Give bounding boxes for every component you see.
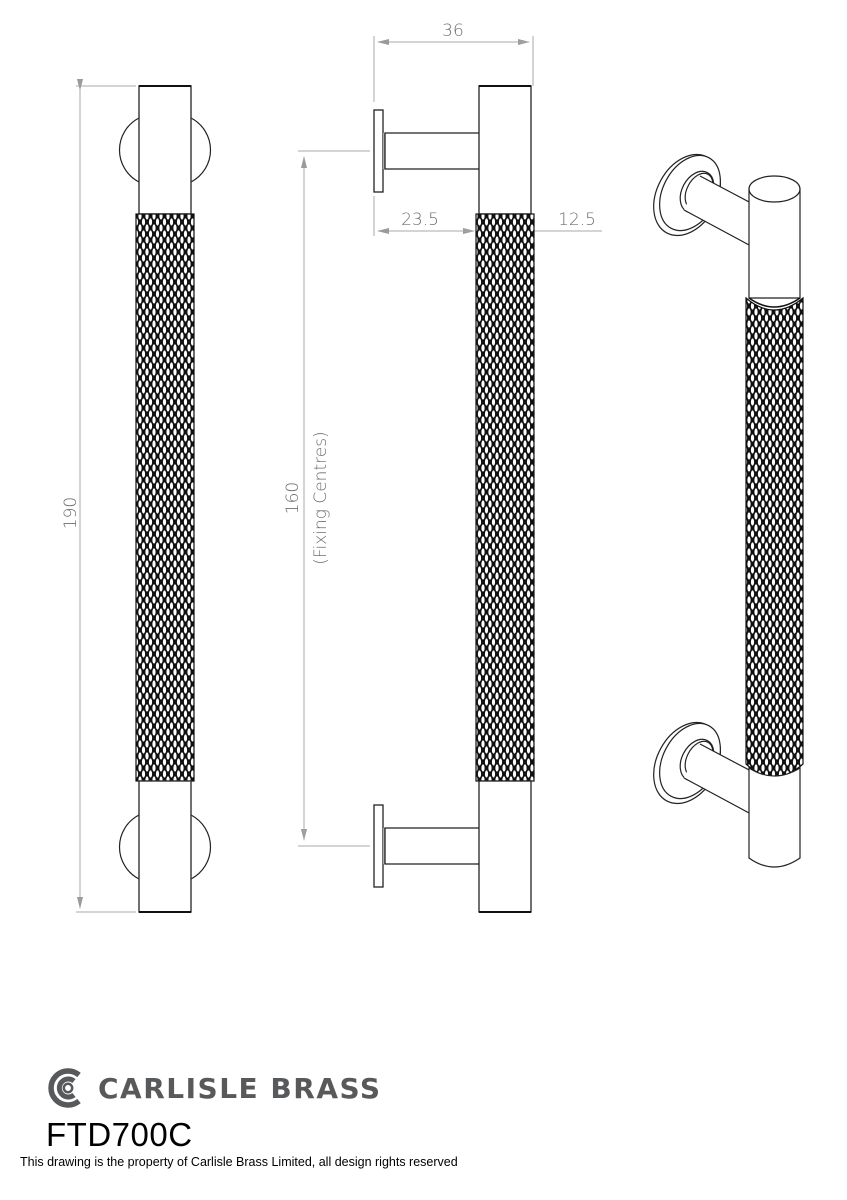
dimension-projection (373, 36, 534, 102)
dimension-standoff (373, 196, 602, 236)
brand-row: CARLISLE BRASS (46, 1066, 458, 1110)
projection-label: 36 (442, 21, 464, 41)
dimension-overall-length (76, 79, 136, 913)
top-rosette (118, 117, 212, 183)
iso-bar-bottom-plain (748, 766, 801, 868)
carlisle-brass-logo-icon (48, 1068, 81, 1108)
iso-bar-top-plain (748, 189, 801, 299)
dimension-fixing-centres (298, 150, 370, 847)
iso-bar-knurled-grip (745, 296, 804, 778)
fixing-centres-value: 160 (283, 482, 303, 514)
bottom-rosette (118, 814, 212, 880)
overall-length-label: 190 (61, 497, 81, 529)
iso-top-rosette (653, 153, 752, 248)
front-view: 190 (61, 79, 212, 913)
brand-name: CARLISLE BRASS (98, 1071, 382, 1105)
copyright-notice: This drawing is the property of Carlisle… (20, 1155, 458, 1169)
front-bar-knurled-grip (135, 213, 195, 782)
iso-bar-top-cap (748, 175, 801, 203)
bar-diameter-label: 12.5 (558, 210, 596, 230)
product-code: FTD700C (46, 1116, 193, 1153)
iso-bottom-rosette (653, 721, 752, 816)
fixing-centres-caption: (Fixing Centres) (311, 431, 331, 564)
side-bottom-post (373, 804, 486, 888)
side-bar-knurled-grip (475, 213, 535, 782)
side-bar-top-plain (478, 85, 532, 215)
isometric-view (653, 153, 804, 868)
technical-drawing: 190 36 23. (61, 21, 804, 913)
front-bar-top-plain (138, 85, 192, 215)
side-top-post (373, 109, 486, 193)
side-bar-bottom-plain (478, 780, 532, 913)
front-bar-bottom-plain (138, 780, 192, 913)
standoff-label: 23.5 (401, 210, 439, 230)
side-view: 36 23.5 12.5 160 (Fixing Centres) (283, 21, 602, 913)
title-block: CARLISLE BRASS FTD700C This drawing is t… (20, 1066, 458, 1169)
